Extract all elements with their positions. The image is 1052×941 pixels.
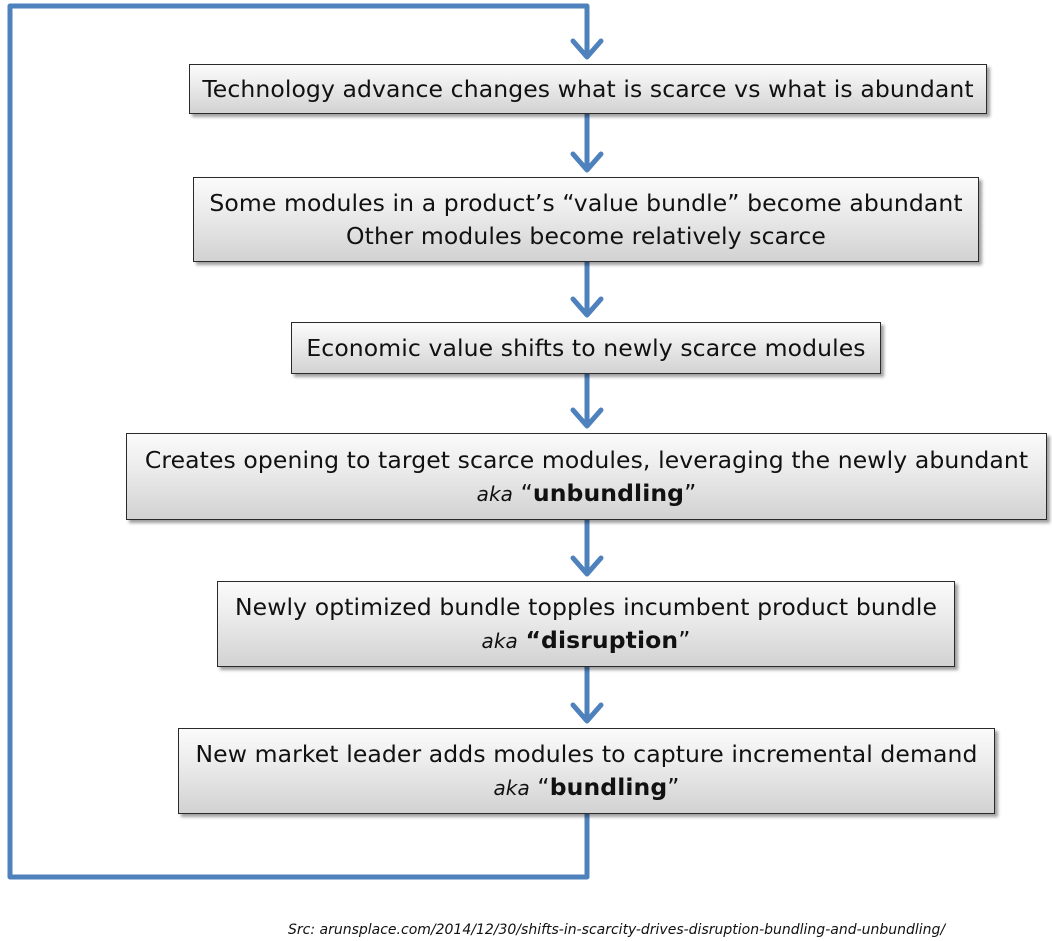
- step-4-box: Creates opening to target scarce modules…: [126, 433, 1047, 520]
- step-6-aka-label: aka: [493, 776, 530, 800]
- arrowhead-into-step-2: [570, 151, 604, 173]
- step-6-text: New market leader adds modules to captur…: [195, 740, 978, 769]
- step-5-box: Newly optimized bundle topples incumbent…: [217, 581, 955, 667]
- step-1-text: Technology advance changes what is scarc…: [202, 74, 974, 103]
- step-5-text: Newly optimized bundle topples incumbent…: [234, 593, 938, 622]
- step-1-box: Technology advance changes what is scarc…: [189, 64, 987, 114]
- step-5-quote-open: “: [525, 626, 542, 654]
- step-2-box: Some modules in a product’s “value bundl…: [193, 177, 979, 262]
- step-6-quote-open: “: [537, 773, 550, 801]
- arrowhead-into-step-4: [570, 407, 604, 429]
- step-6-term: bundling: [549, 773, 668, 801]
- step-4-aka-label: aka: [476, 481, 514, 506]
- step-6-aka-line: aka “bundling”: [493, 771, 679, 804]
- feedback-loop-line: [7, 3, 590, 880]
- step-4-quote-close: ”: [684, 478, 697, 507]
- source-citation: Src: arunsplace.com/2014/12/30/shifts-in…: [288, 922, 946, 938]
- step-4-aka-line: aka “unbundling”: [477, 477, 697, 510]
- step-5-aka-label: aka: [481, 629, 518, 653]
- step-5-quote-close: ”: [678, 626, 691, 654]
- arrowhead-into-step-6: [570, 702, 604, 724]
- step-2-text-line-2: Other modules become relatively scarce: [346, 221, 826, 250]
- step-6-box: New market leader adds modules to captur…: [178, 728, 995, 814]
- arrowhead-into-step-3: [570, 296, 604, 318]
- arrowhead-into-step-1: [570, 38, 604, 60]
- step-4-text: Creates opening to target scarce modules…: [144, 445, 1029, 474]
- step-4-quote-open: “: [520, 478, 533, 507]
- step-4-term: unbundling: [532, 478, 685, 507]
- step-5-aka-line: aka “disruption”: [482, 624, 691, 657]
- step-6-quote-close: ”: [667, 773, 680, 801]
- step-5-term: disruption: [541, 626, 679, 654]
- arrowhead-into-step-5: [570, 555, 604, 577]
- step-3-text: Economic value shifts to newly scarce mo…: [306, 333, 866, 362]
- step-3-box: Economic value shifts to newly scarce mo…: [291, 322, 881, 374]
- step-2-text-line-1: Some modules in a product’s “value bundl…: [209, 188, 963, 217]
